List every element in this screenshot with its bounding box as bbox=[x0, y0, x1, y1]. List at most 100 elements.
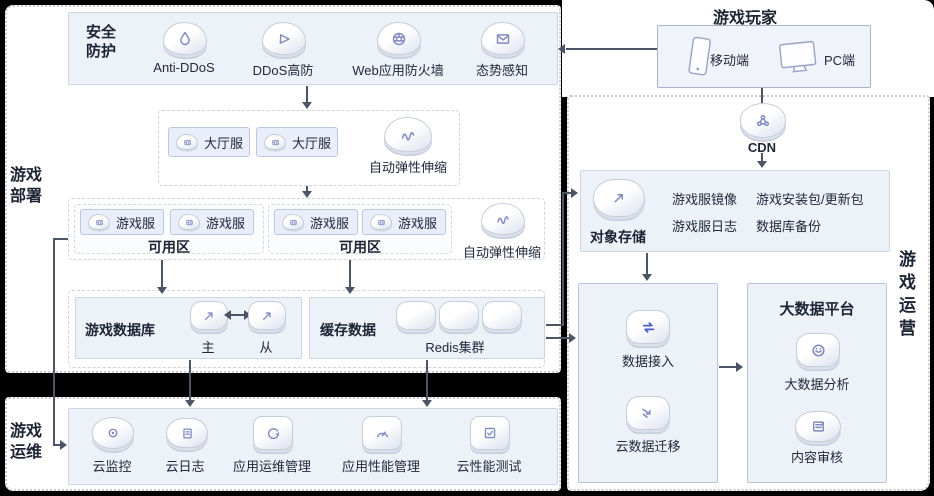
cloud-log-label: 云日志 bbox=[165, 459, 205, 474]
connector bbox=[761, 88, 763, 103]
az-zone-2-label: 可用区 bbox=[339, 239, 381, 255]
arrowhead bbox=[571, 188, 578, 198]
arrowhead bbox=[302, 102, 312, 109]
lobby-server-label: 大厅服 bbox=[292, 135, 332, 151]
phone-icon bbox=[688, 36, 711, 76]
game-server: 游戏服 bbox=[170, 209, 254, 235]
connector bbox=[646, 253, 648, 275]
deploy-section-label: 游戏部署 bbox=[10, 167, 43, 205]
cdn-label: CDN bbox=[747, 140, 777, 155]
game-server-label: 游戏服 bbox=[310, 215, 350, 231]
autoscale-label: 自动弹性伸缩 bbox=[368, 160, 447, 175]
content-audit-label: 内容审核 bbox=[790, 450, 843, 465]
arrowhead bbox=[345, 287, 355, 294]
object-storage-icon bbox=[593, 179, 645, 217]
connector bbox=[349, 260, 351, 288]
arrowhead bbox=[757, 161, 767, 168]
connector bbox=[189, 360, 191, 401]
connector bbox=[53, 444, 61, 446]
cloud-monitor-icon bbox=[92, 417, 134, 449]
arrowhead bbox=[736, 362, 743, 372]
arrowhead bbox=[642, 274, 652, 281]
storage-item: 游戏服镜像 bbox=[672, 192, 738, 207]
master-slave-link bbox=[230, 314, 244, 316]
ddos-protect-icon bbox=[262, 22, 306, 55]
anti-ddos-icon bbox=[163, 22, 207, 55]
server-icon bbox=[370, 214, 392, 230]
storage-title: 对象存储 bbox=[590, 229, 646, 245]
situation-awareness-label: 态势感知 bbox=[475, 63, 528, 78]
redis-node-icon bbox=[482, 301, 522, 330]
server-icon bbox=[88, 214, 110, 230]
database-master-label: 主 bbox=[201, 340, 215, 355]
autoscale-icon bbox=[384, 117, 432, 152]
lobby-server-1: 大厅服 bbox=[168, 127, 250, 157]
arrowhead bbox=[185, 400, 195, 407]
connector bbox=[719, 366, 737, 368]
autoscale-icon bbox=[481, 203, 525, 235]
content-audit-icon bbox=[795, 411, 841, 442]
monitor-icon bbox=[779, 40, 817, 73]
arrowhead bbox=[244, 310, 251, 320]
redis-cluster-label: Redis集群 bbox=[425, 340, 485, 355]
game-server-label: 游戏服 bbox=[398, 215, 438, 231]
aom-label: 应用运维管理 bbox=[232, 459, 311, 474]
game-server: 游戏服 bbox=[274, 209, 358, 235]
arrowhead bbox=[422, 400, 432, 407]
connector bbox=[306, 186, 308, 192]
storage-item: 游戏服日志 bbox=[672, 219, 738, 234]
connector bbox=[546, 337, 570, 339]
bigdata-analysis-label: 大数据分析 bbox=[784, 377, 850, 392]
game-server-label: 游戏服 bbox=[116, 215, 156, 231]
perf-test-icon bbox=[470, 416, 510, 450]
security-title: 安全防护 bbox=[86, 24, 117, 60]
operation-section-label: 游戏运营 bbox=[896, 250, 915, 342]
game-server: 游戏服 bbox=[80, 209, 164, 235]
server-icon bbox=[282, 214, 304, 230]
situation-awareness-icon bbox=[481, 22, 525, 55]
player-title: 游戏玩家 bbox=[712, 10, 777, 27]
az-zone-1-label: 可用区 bbox=[148, 239, 190, 255]
perf-test-label: 云性能测试 bbox=[456, 459, 522, 474]
security-box bbox=[68, 12, 558, 85]
mobile-label: 移动端 bbox=[710, 53, 750, 68]
cdn-icon bbox=[740, 103, 786, 138]
cache-title: 缓存数据 bbox=[320, 322, 376, 338]
apm-icon bbox=[362, 416, 402, 450]
server-icon bbox=[178, 214, 200, 230]
connector bbox=[161, 260, 163, 288]
lobby-server-2: 大厅服 bbox=[256, 127, 338, 157]
database-master-icon bbox=[190, 301, 228, 330]
pc-label: PC端 bbox=[824, 53, 856, 68]
server-icon bbox=[176, 134, 198, 150]
data-access-label: 数据接入 bbox=[621, 354, 674, 369]
arrowhead bbox=[558, 44, 565, 54]
data-access-icon bbox=[626, 310, 670, 344]
data-migration-icon bbox=[626, 396, 670, 430]
arrowhead bbox=[302, 191, 312, 198]
game-database-title: 游戏数据库 bbox=[85, 322, 155, 338]
ddos-protect-label: DDoS高防 bbox=[252, 63, 314, 78]
anti-ddos-label: Anti-DDoS bbox=[153, 60, 215, 75]
arrowhead bbox=[569, 333, 576, 343]
storage-item: 游戏安装包/更新包 bbox=[756, 192, 864, 207]
apm-label: 应用性能管理 bbox=[341, 459, 420, 474]
lobby-server-label: 大厅服 bbox=[204, 135, 244, 151]
aom-icon bbox=[253, 416, 293, 450]
waf-label: Web应用防火墙 bbox=[352, 63, 444, 78]
connector bbox=[426, 360, 428, 401]
connector bbox=[761, 153, 763, 162]
cloud-log-icon bbox=[166, 418, 208, 448]
connector bbox=[306, 86, 308, 102]
arrowhead bbox=[60, 440, 67, 450]
bigdata-box bbox=[747, 283, 887, 483]
arrowhead bbox=[157, 287, 167, 294]
game-server: 游戏服 bbox=[362, 209, 446, 235]
maintenance-section-label: 游戏运维 bbox=[10, 423, 43, 461]
redis-node-icon bbox=[396, 301, 436, 330]
database-slave-label: 从 bbox=[259, 340, 273, 355]
server-icon bbox=[264, 134, 286, 150]
autoscale-label: 自动弹性伸缩 bbox=[462, 245, 541, 260]
game-server-label: 游戏服 bbox=[206, 215, 246, 231]
